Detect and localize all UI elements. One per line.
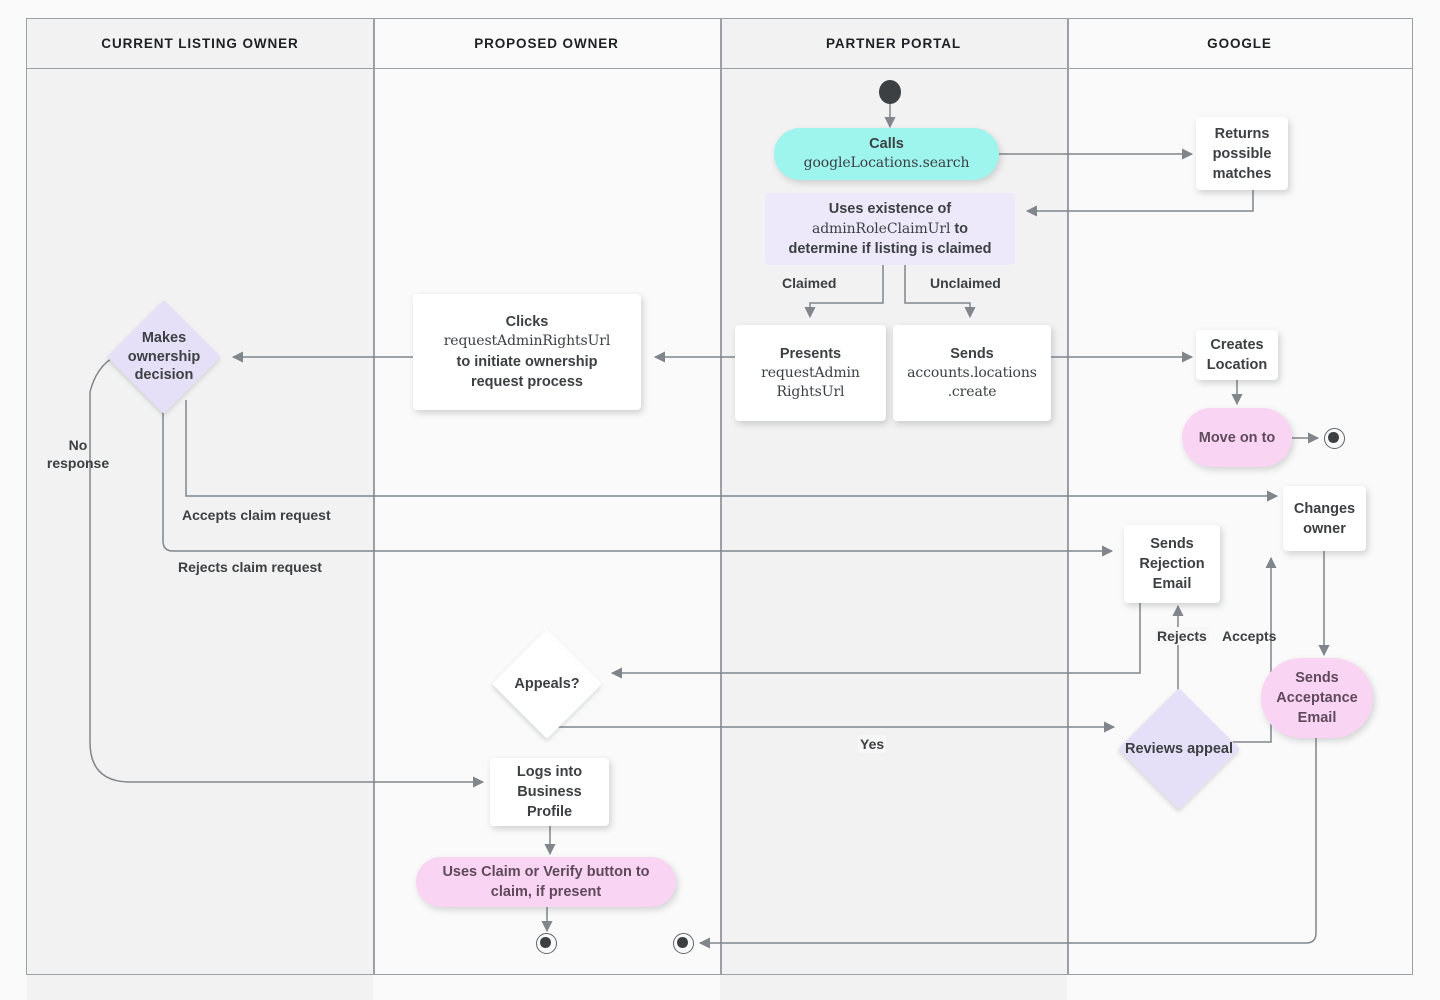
node-presents-request-admin-rights-url[interactable]: Presents requestAdmin RightsUrl <box>735 325 886 421</box>
edge-label-rejects-claim-request: Rejects claim request <box>178 559 322 575</box>
node-line-3: RightsUrl <box>776 384 845 400</box>
node-label: Makes ownership decision <box>127 330 201 384</box>
node-appeals[interactable]: Appeals? <box>492 629 602 739</box>
lane-header-label: PARTNER PORTAL <box>825 35 962 51</box>
node-line-1: Presents <box>779 345 842 362</box>
node-line-3: to initiate ownership <box>456 353 598 370</box>
node-sends-acceptance-email[interactable]: Sends Acceptance Email <box>1261 658 1373 738</box>
node-creates-location[interactable]: Creates Location <box>1196 330 1278 380</box>
node-label: Changes owner <box>1293 500 1356 537</box>
node-makes-ownership-decision[interactable]: Makes ownership decision <box>107 300 221 414</box>
node-line-4: request process <box>470 373 583 390</box>
node-clicks-request-admin-rights-url[interactable]: Clicks requestAdminRightsUrl to initiate… <box>413 294 641 410</box>
edge-label-claimed: Claimed <box>782 275 837 291</box>
node-reviews-appeal[interactable]: Reviews appeal <box>1118 688 1240 810</box>
node-move-on-to[interactable]: Move on to <box>1182 408 1292 467</box>
node-label: Sends Acceptance Email <box>1276 670 1358 726</box>
lane-header-partner-portal: PARTNER PORTAL <box>720 18 1067 69</box>
node-label: Move on to <box>1198 429 1276 446</box>
node-label: Appeals? <box>514 675 580 692</box>
node-sends-accounts-locations-create[interactable]: Sends accounts.locations .create <box>893 325 1051 421</box>
node-line-2: requestAdminRightsUrl <box>443 333 611 350</box>
node-label: Returns possible matches <box>1212 125 1272 182</box>
node-uses-claim-or-verify-button[interactable]: Uses Claim or Verify button to claim, if… <box>416 857 676 907</box>
lane-header-label: CURRENT LISTING OWNER <box>101 35 299 51</box>
node-line-2: adminRoleClaimUrl <box>811 220 951 237</box>
edge-label-text: No response <box>46 437 110 472</box>
node-label: Reviews appeal <box>1125 740 1233 757</box>
edge-label-accepts: Accepts <box>1222 628 1277 644</box>
node-line-1: Clicks <box>505 314 549 331</box>
end-node-claim <box>536 933 557 954</box>
node-logs-into-business-profile[interactable]: Logs into Business Profile <box>490 758 609 826</box>
lane-header-label: GOOGLE <box>1207 35 1272 51</box>
node-line-1: Uses existence of <box>828 200 952 217</box>
node-line-2-suffix: to <box>950 220 969 237</box>
node-line-2: googleLocations.search <box>803 155 970 172</box>
node-calls-google-locations-search[interactable]: Calls googleLocations.search <box>774 128 999 180</box>
lane-header-google: GOOGLE <box>1067 18 1412 69</box>
node-label: Sends Rejection Email <box>1139 536 1205 592</box>
edge-label-unclaimed: Unclaimed <box>930 275 1001 291</box>
lane-frame <box>26 18 1413 975</box>
node-line-1: Sends <box>950 345 994 362</box>
node-label: Uses Claim or Verify button to claim, if… <box>442 864 650 900</box>
lane-header-proposed-owner: PROPOSED OWNER <box>373 18 720 69</box>
node-line-3: .create <box>947 384 997 400</box>
node-line-2: requestAdmin <box>761 364 860 381</box>
node-changes-owner[interactable]: Changes owner <box>1283 486 1366 551</box>
end-node-acceptance <box>673 933 694 954</box>
lane-header-label: PROPOSED OWNER <box>474 35 619 51</box>
lane-header-current-listing-owner: CURRENT LISTING OWNER <box>27 18 373 69</box>
node-sends-rejection-email[interactable]: Sends Rejection Email <box>1124 525 1220 603</box>
node-line-2: accounts.locations <box>907 364 1037 381</box>
start-node <box>879 80 901 104</box>
edge-label-no-response: No response <box>41 436 115 472</box>
node-line-1: Calls <box>869 136 904 153</box>
node-returns-possible-matches[interactable]: Returns possible matches <box>1196 117 1288 190</box>
edge-label-accepts-claim-request: Accepts claim request <box>182 507 331 523</box>
node-label: Creates Location <box>1206 337 1268 373</box>
node-line-3: determine if listing is claimed <box>788 241 992 258</box>
node-label: Logs into Business Profile <box>516 764 583 820</box>
edge-label-rejects: Rejects <box>1155 627 1209 646</box>
edge-label-yes: Yes <box>858 735 887 754</box>
node-uses-existence-admin-role-claim-url[interactable]: Uses existence of adminRoleClaimUrl to d… <box>765 193 1015 265</box>
end-node-move-on <box>1324 428 1345 449</box>
